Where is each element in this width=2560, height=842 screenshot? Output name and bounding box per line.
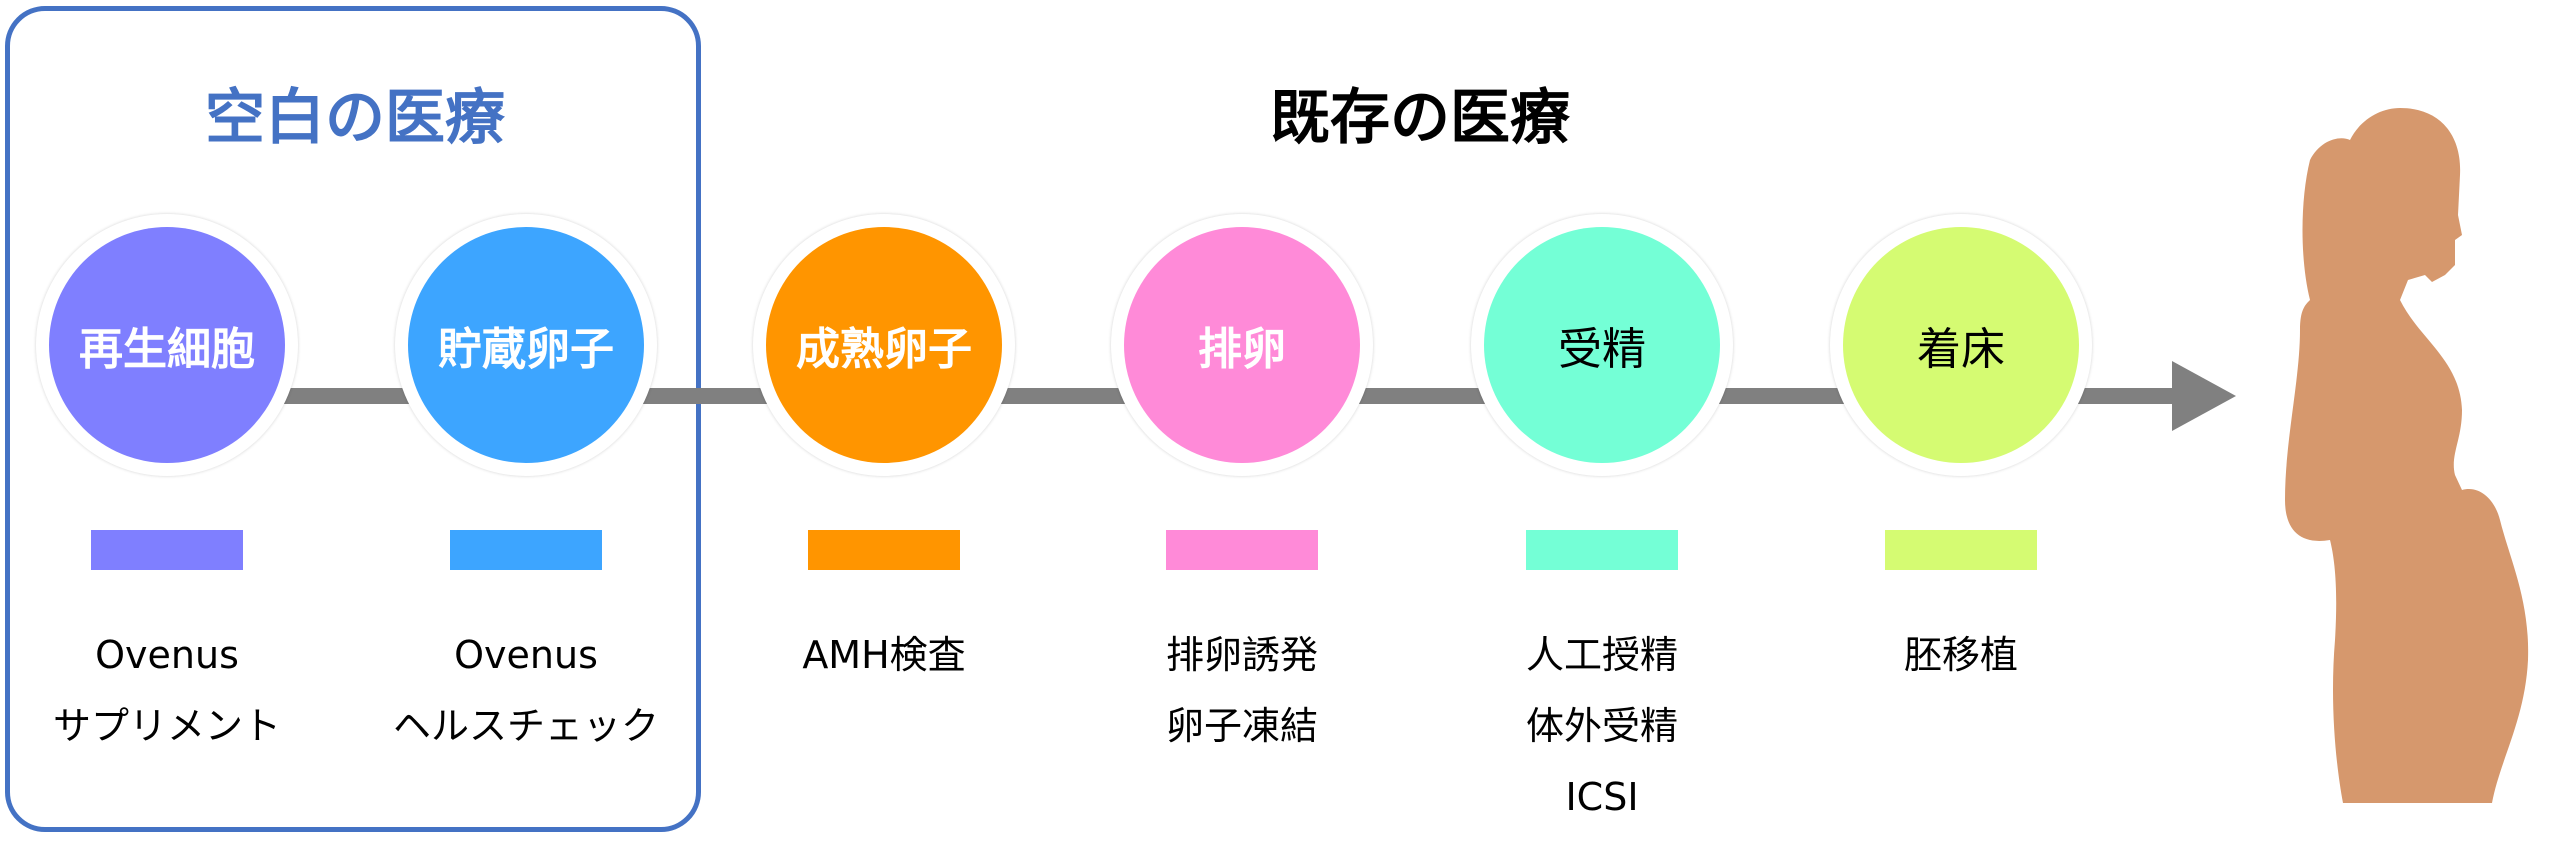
step-circle: 貯蔵卵子 xyxy=(395,214,657,476)
treatment-item: 人工授精 xyxy=(1525,633,1678,677)
step-color-swatch xyxy=(808,530,960,570)
treatment-item: 卵子凍結 xyxy=(1165,704,1318,748)
gap-medicine-title: 空白の医療 xyxy=(205,83,505,153)
treatment-item: AMH検査 xyxy=(802,633,966,677)
step-treatments: 胚移植 xyxy=(1801,620,2121,691)
step-treatments: Ovenus サプリメント xyxy=(7,620,327,762)
step-circle-label: 受精 xyxy=(1484,227,1720,463)
treatment-item: Ovenus xyxy=(95,633,239,677)
step-treatments: 人工授精体外受精 ICSI xyxy=(1442,620,1762,833)
treatment-item: ヘルスチェック xyxy=(392,704,659,748)
step-circle: 再生細胞 xyxy=(36,214,298,476)
step-circle-label: 排卵 xyxy=(1124,227,1360,463)
arrow-head-icon xyxy=(2172,361,2236,431)
step-color-swatch xyxy=(1526,530,1678,570)
treatment-item: サプリメント xyxy=(52,704,281,748)
step-treatments: 排卵誘発卵子凍結 xyxy=(1082,620,1402,762)
step-circle-label: 成熟卵子 xyxy=(766,227,1002,463)
step-circle-label: 貯蔵卵子 xyxy=(408,227,644,463)
step-color-swatch xyxy=(91,530,243,570)
step-circle: 着床 xyxy=(1830,214,2092,476)
step-color-swatch xyxy=(1166,530,1318,570)
step-circle: 排卵 xyxy=(1111,214,1373,476)
gap-medicine-frame xyxy=(5,6,701,832)
step-color-swatch xyxy=(1885,530,2037,570)
treatment-item: Ovenus xyxy=(454,633,598,677)
step-circle-label: 再生細胞 xyxy=(49,227,285,463)
step-circle-label: 着床 xyxy=(1843,227,2079,463)
step-color-swatch xyxy=(450,530,602,570)
step-circle: 成熟卵子 xyxy=(753,214,1015,476)
treatment-item: ICSI xyxy=(1565,775,1639,819)
treatment-item: 排卵誘発 xyxy=(1165,633,1318,677)
step-treatments: AMH検査 xyxy=(724,620,1044,691)
step-treatments: Ovenus ヘルスチェック xyxy=(366,620,686,762)
step-circle: 受精 xyxy=(1471,214,1733,476)
treatment-item: 胚移植 xyxy=(1903,633,2018,677)
treatment-item: 体外受精 xyxy=(1525,704,1678,748)
existing-medicine-title: 既存の医療 xyxy=(1270,83,1570,153)
